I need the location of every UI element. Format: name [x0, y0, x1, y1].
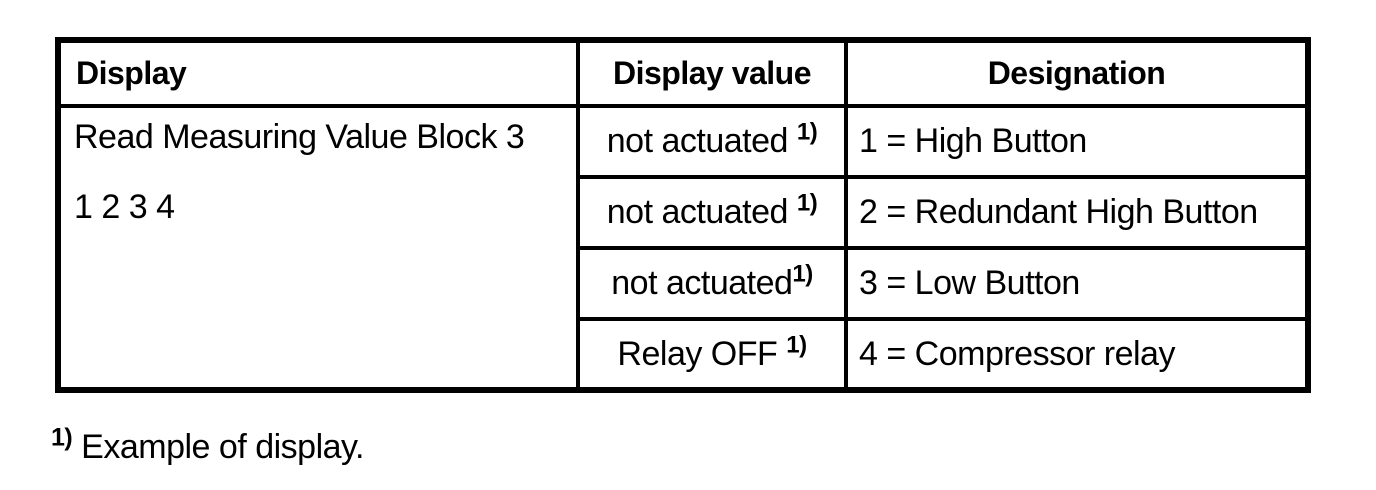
header-row: Display Display value Designation	[56, 38, 1310, 108]
table-row: Relay OFF 1) 4 = Compressor relay	[58, 317, 1310, 392]
display-value-text: not actuated	[606, 122, 797, 160]
col-header-display-value: Display value	[576, 38, 848, 108]
table-row: not actuated 1) 2 = Redundant High Butto…	[58, 175, 1310, 250]
display-value-cell: not actuated 1)	[576, 175, 848, 250]
display-merged-cell: Read Measuring Value Block 3 1 2 3 4	[56, 104, 580, 392]
table-row: not actuated1) 3 = Low Button	[58, 246, 1310, 321]
display-value-text: not actuated	[611, 264, 793, 302]
designation-cell: 3 = Low Button	[844, 246, 1310, 321]
designation-cell: 2 = Redundant High Button	[844, 175, 1310, 250]
footnote-marker: 1)	[786, 331, 807, 359]
col-header-designation: Designation	[844, 38, 1310, 108]
designation-cell: 4 = Compressor relay	[844, 317, 1310, 392]
footnote-text: Example of display.	[72, 428, 364, 466]
footnote-marker: 1)	[51, 423, 73, 452]
footnote-marker: 1)	[796, 118, 818, 146]
display-value-text: Relay OFF	[617, 334, 787, 373]
display-cell-line2: 1 2 3 4	[74, 188, 175, 226]
footnote-marker: 1)	[796, 189, 818, 217]
footnote-marker: 1)	[792, 260, 813, 288]
display-value-cell: not actuated 1)	[576, 104, 848, 179]
display-value-cell: not actuated1)	[576, 246, 848, 321]
display-spec-table: Display Display value Designation Read M…	[55, 37, 1311, 393]
designation-cell: 1 = High Button	[844, 104, 1310, 179]
footnote: 1) Example of display.	[51, 425, 364, 467]
table-row: Read Measuring Value Block 3 1 2 3 4 not…	[56, 104, 1310, 392]
display-value-cell: Relay OFF 1)	[576, 317, 848, 392]
display-cell-line1: Read Measuring Value Block 3	[74, 118, 525, 156]
display-value-text: not actuated	[606, 193, 797, 231]
col-header-display: Display	[56, 38, 580, 108]
